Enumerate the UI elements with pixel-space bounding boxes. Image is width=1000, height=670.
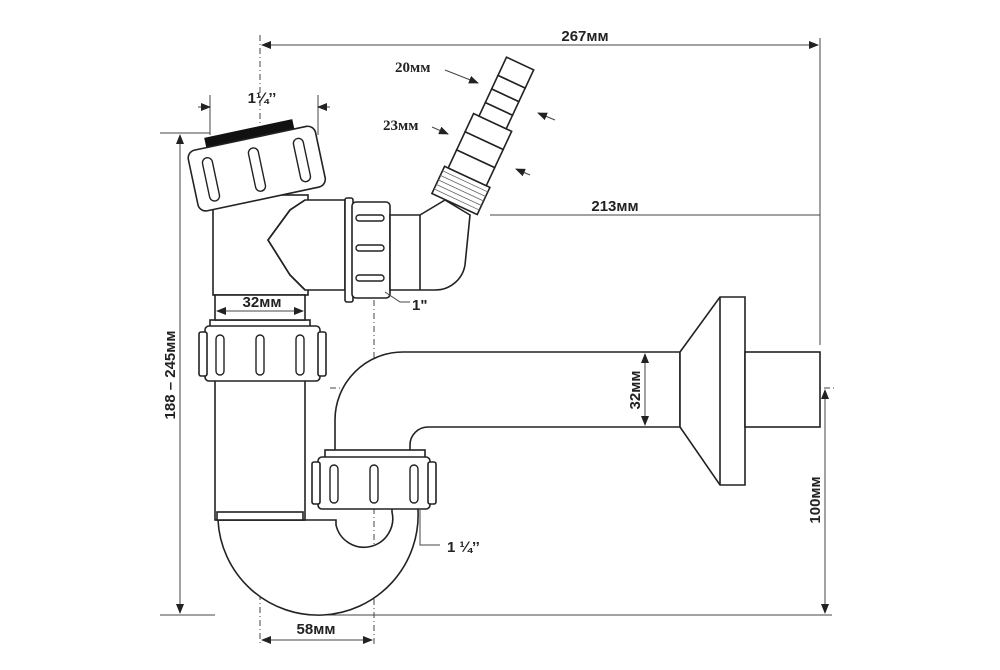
dim-outlet-diameter: 32мм [627, 371, 644, 410]
dim-hose-small: 20мм [395, 60, 430, 76]
dim-branch-thread: 1" [412, 297, 427, 314]
dim-branch-reach: 213мм [591, 198, 638, 215]
middle-nut [198, 319, 327, 382]
dim-height-range: 188 – 245мм [162, 331, 179, 420]
trap-body [214, 296, 821, 616]
dim-trap-thread: 1 ¼’’ [447, 539, 480, 556]
dim-overall-width: 267мм [561, 28, 608, 45]
dim-hose-large: 23мм [383, 118, 418, 134]
upper-body [187, 119, 471, 321]
dim-trap-offset: 58мм [297, 621, 336, 638]
dim-outlet-height: 100мм [807, 476, 824, 523]
hose-connector [430, 56, 535, 216]
dim-body-diameter: 32мм [243, 294, 282, 311]
dim-top-inlet: 1¼’’ [248, 90, 277, 107]
